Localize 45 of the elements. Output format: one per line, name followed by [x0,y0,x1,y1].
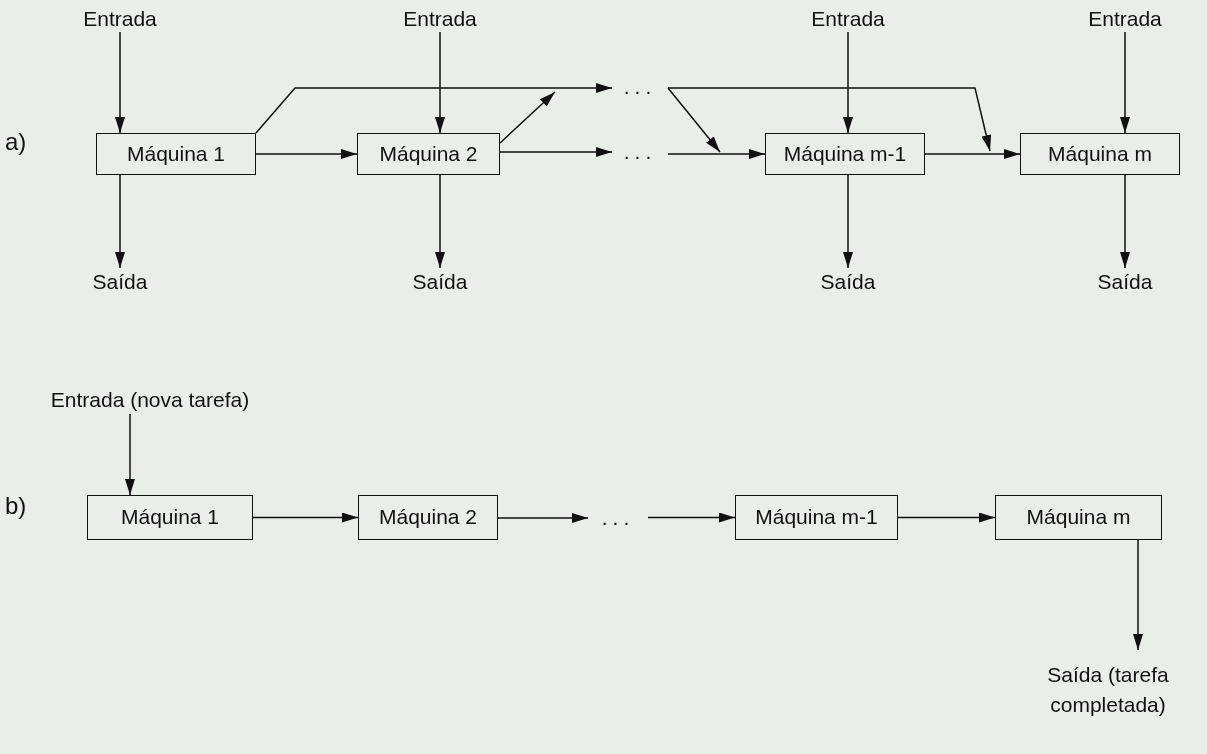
input-label: Entrada (nova tarefa) [40,386,260,414]
ellipsis: ... [612,139,668,165]
arrow [667,149,766,159]
machine-box: Máquina m [1020,133,1180,175]
arrow [897,512,996,523]
arrow [125,413,135,496]
arrow [435,174,445,269]
arrow [499,147,613,157]
arrow [843,31,853,134]
arrow [1120,31,1130,134]
part-label: a) [5,128,27,156]
arrow [843,174,853,269]
part-label: b) [5,492,27,520]
arrow [1133,539,1143,651]
output-label: Saída [1085,268,1165,296]
arrow [497,513,589,523]
machine-box: Máquina 1 [96,133,256,175]
arrow [252,512,359,523]
machine-box: Máquina 2 [358,495,498,540]
machine-box: Máquina 2 [357,133,500,175]
arrow [924,149,1021,159]
output-label: Saída [808,268,888,296]
arrow [499,91,556,144]
machine-box: Máquina 1 [87,495,253,540]
output-label: Saída [80,268,160,296]
arrow [1120,174,1130,269]
input-label: Entrada [803,6,893,32]
machine-box: Máquina m [995,495,1162,540]
input-label: Entrada [395,6,485,32]
arrow [255,149,358,159]
output-label: Saída (tarefa completada) [1028,650,1188,730]
input-label: Entrada [1080,6,1170,32]
arrow [647,512,736,523]
output-label: Saída [400,268,480,296]
machine-box: Máquina m-1 [735,495,898,540]
machine-box: Máquina m-1 [765,133,925,175]
arrow [115,31,125,134]
arrow [667,87,721,153]
arrow [255,83,613,134]
ellipsis: ... [588,505,648,531]
arrow [435,31,445,134]
input-label: Entrada [75,6,165,32]
arrow [667,87,992,152]
ellipsis: ... [612,74,668,100]
arrow [115,174,125,269]
